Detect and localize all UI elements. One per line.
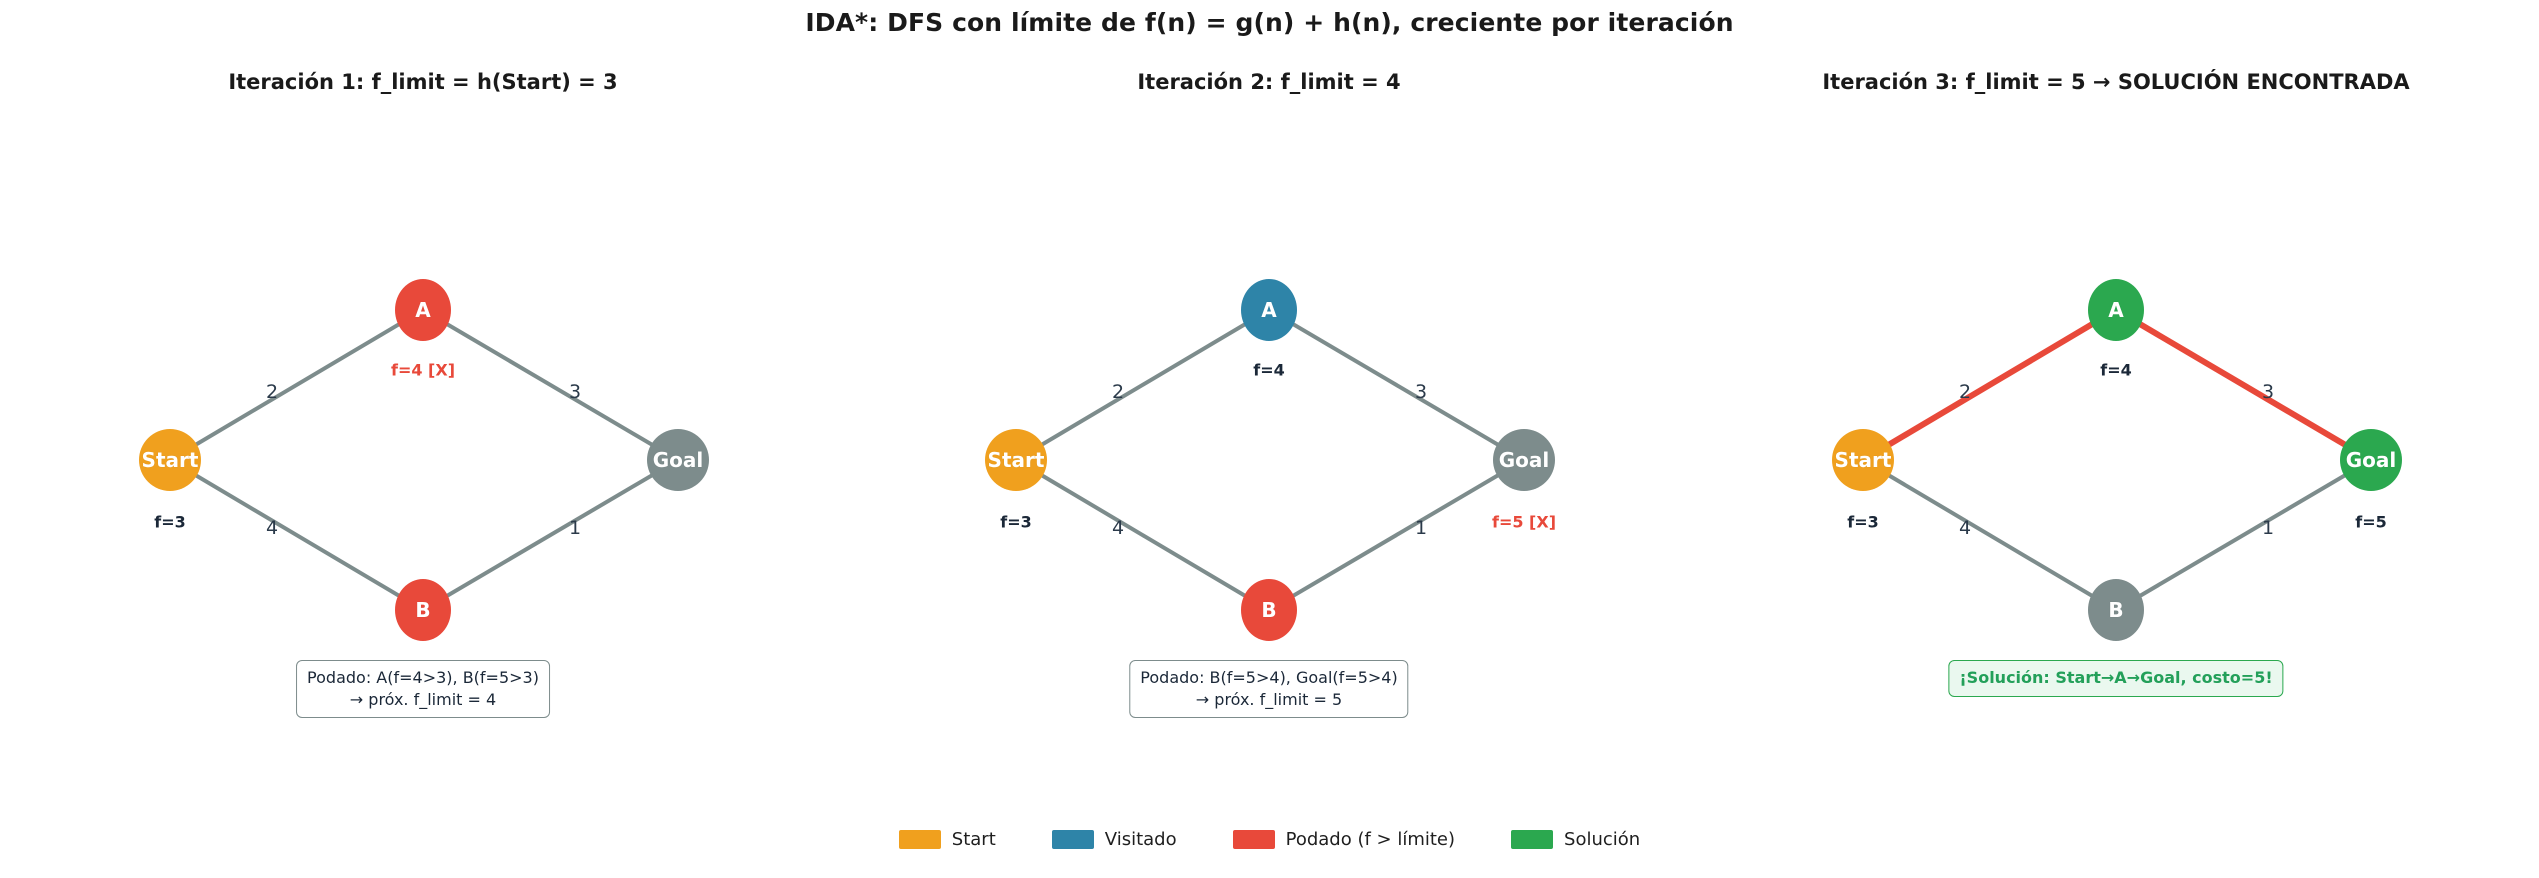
node-b[interactable]: B xyxy=(395,579,451,641)
node-start[interactable]: Start xyxy=(1832,429,1894,491)
f-label-goal: f=5 [X] xyxy=(1491,512,1557,532)
legend-item-start: Start xyxy=(898,829,996,850)
edge-label-a-goal: 3 xyxy=(568,381,582,403)
legend-label-visitado: Visitado xyxy=(1104,829,1177,850)
legend-swatch-visitado xyxy=(1051,830,1094,849)
edge-layer xyxy=(1014,308,1526,612)
panel-iteration-3: Iteración 3: f_limit = 5 → SOLUCIÓN ENCO… xyxy=(1693,60,2539,800)
figure-title: IDA*: DFS con límite de f(n) = g(n) + h(… xyxy=(805,8,1734,37)
edge-label-start-a: 2 xyxy=(1111,381,1125,403)
graph-area: 2 3 4 1 A Start Goal B f=4 f=3 f=5 ¡Solu… xyxy=(1693,60,2539,800)
edge-start-b xyxy=(1014,458,1271,612)
edge-start-b xyxy=(168,458,425,612)
edge-layer xyxy=(168,308,680,612)
node-a[interactable]: A xyxy=(2088,279,2144,341)
graph-area: 2 3 4 1 A Start Goal B f=4 [X] f=3 Podad… xyxy=(0,60,846,800)
edge-start-b xyxy=(1861,458,2118,612)
panel-iteration-2: Iteración 2: f_limit = 4 2 3 4 1 A Start… xyxy=(846,60,1692,800)
edge-start-a xyxy=(168,308,425,462)
f-label-a: f=4 xyxy=(1253,360,1285,380)
legend-label-start: Start xyxy=(951,829,996,850)
node-goal[interactable]: Goal xyxy=(647,429,709,491)
edge-label-start-b: 4 xyxy=(1111,517,1125,539)
edge-a-goal xyxy=(1267,308,1526,462)
panel-title: Iteración 2: f_limit = 4 xyxy=(1137,70,1401,94)
legend-label-podado: Podado (f > límite) xyxy=(1285,829,1456,850)
legend-swatch-solucion xyxy=(1511,830,1554,849)
node-start[interactable]: Start xyxy=(139,429,201,491)
node-start[interactable]: Start xyxy=(985,429,1047,491)
edge-label-start-b: 4 xyxy=(1958,517,1972,539)
f-label-a: f=4 xyxy=(2100,360,2132,380)
edge-label-b-goal: 1 xyxy=(1414,517,1428,539)
edge-b-goal xyxy=(2114,458,2373,612)
node-goal[interactable]: Goal xyxy=(1493,429,1555,491)
edge-b-goal xyxy=(1267,458,1526,612)
edge-label-a-goal: 3 xyxy=(1414,381,1428,403)
node-b[interactable]: B xyxy=(2088,579,2144,641)
edge-label-start-b: 4 xyxy=(265,517,279,539)
edge-label-start-a: 2 xyxy=(1958,381,1972,403)
edge-start-a xyxy=(1014,308,1271,462)
legend-label-solucion: Solución xyxy=(1564,829,1641,850)
legend-item-podado: Podado (f > límite) xyxy=(1232,829,1456,850)
edge-label-a-goal: 3 xyxy=(2261,381,2275,403)
legend-item-visitado: Visitado xyxy=(1051,829,1177,850)
annotation-box: Podado: A(f=4>3), B(f=5>3) → próx. f_lim… xyxy=(296,660,550,719)
node-a[interactable]: A xyxy=(1241,279,1297,341)
edge-a-goal xyxy=(421,308,680,462)
edge-label-b-goal: 1 xyxy=(2261,517,2275,539)
graph-area: 2 3 4 1 A Start Goal B f=4 f=3 f=5 [X] P… xyxy=(846,60,1692,800)
f-label-goal: f=5 xyxy=(2355,512,2387,532)
edge-label-b-goal: 1 xyxy=(568,517,582,539)
panel-title: Iteración 1: f_limit = h(Start) = 3 xyxy=(228,70,618,94)
edge-a-goal xyxy=(2114,307,2373,463)
edge-layer xyxy=(1861,307,2373,612)
legend: Start Visitado Podado (f > límite) Soluc… xyxy=(0,829,2539,850)
f-label-a: f=4 [X] xyxy=(390,360,456,380)
edge-label-start-a: 2 xyxy=(265,381,279,403)
legend-swatch-podado xyxy=(1232,830,1275,849)
edge-start-a xyxy=(1861,307,2118,463)
legend-swatch-start xyxy=(898,830,941,849)
f-label-start: f=3 xyxy=(1000,512,1032,532)
f-label-start: f=3 xyxy=(154,512,186,532)
node-a[interactable]: A xyxy=(395,279,451,341)
panel-title: Iteración 3: f_limit = 5 → SOLUCIÓN ENCO… xyxy=(1822,70,2410,94)
annotation-box: Podado: B(f=5>4), Goal(f=5>4) → próx. f_… xyxy=(1129,660,1409,719)
f-label-start: f=3 xyxy=(1847,512,1879,532)
legend-item-solucion: Solución xyxy=(1511,829,1640,850)
edge-b-goal xyxy=(421,458,680,612)
panel-iteration-1: Iteración 1: f_limit = h(Start) = 3 2 3 … xyxy=(0,60,846,800)
node-goal[interactable]: Goal xyxy=(2340,429,2402,491)
annotation-box: ¡Solución: Start→A→Goal, costo=5! xyxy=(1948,660,2284,697)
node-b[interactable]: B xyxy=(1241,579,1297,641)
